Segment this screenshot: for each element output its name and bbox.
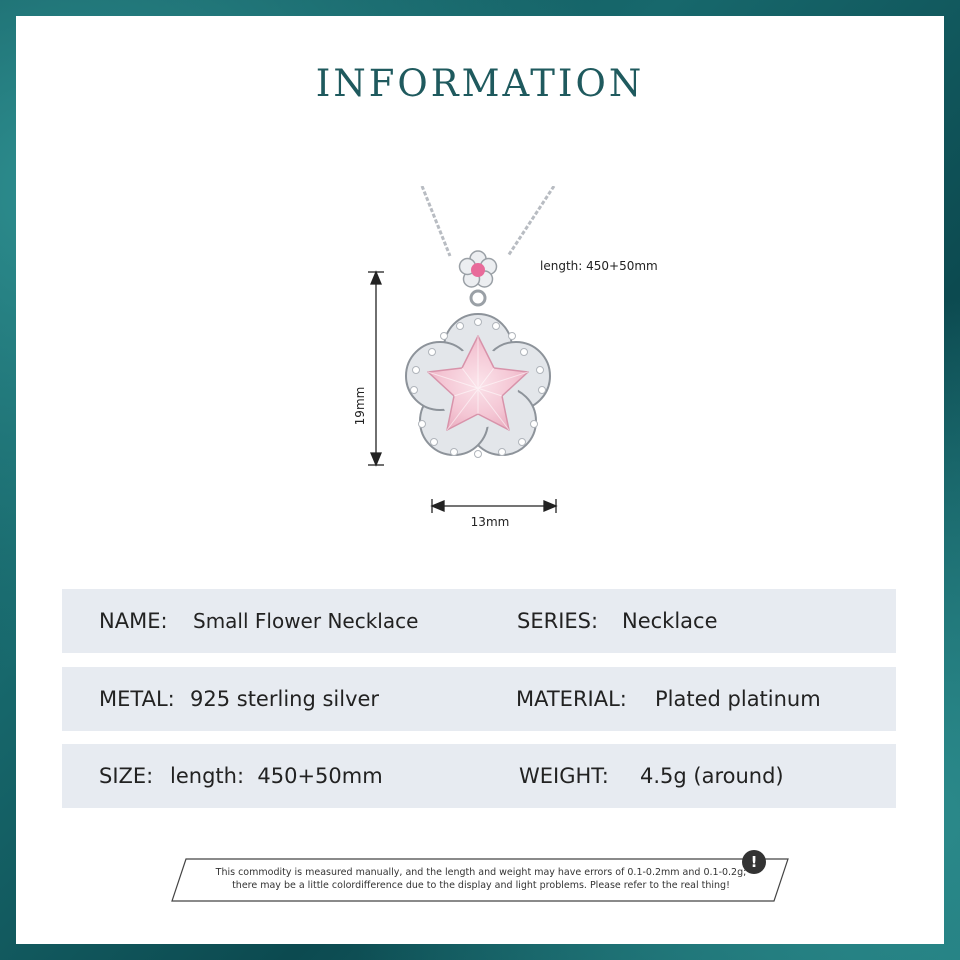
info-card: INFORMATION xyxy=(16,16,944,944)
width-label: 13mm xyxy=(471,515,510,529)
weight-value: 4.5g (around) xyxy=(640,764,784,788)
measurement-notice: This commodity is measured manually, and… xyxy=(166,850,796,902)
notice-line-1: This commodity is measured manually, and… xyxy=(215,867,747,878)
width-dimension xyxy=(430,499,558,513)
metal-value: 925 sterling silver xyxy=(190,687,380,711)
size-value: length: 450+50mm xyxy=(170,764,383,788)
weight-label: WEIGHT: xyxy=(519,764,609,788)
spec-row-name: NAME: Small Flower Necklace SERIES: Neck… xyxy=(62,589,896,653)
connector-ring xyxy=(469,289,487,307)
page-title: INFORMATION xyxy=(315,62,645,105)
material-label: MATERIAL: xyxy=(516,687,627,711)
notice-line-2: there may be a little colordifference du… xyxy=(232,880,730,891)
notice-frame xyxy=(171,858,789,902)
height-label: 19mm xyxy=(353,387,367,426)
exclamation-icon: ! xyxy=(742,850,766,874)
chain-length-label: length: 450+50mm xyxy=(540,259,658,273)
series-label: SERIES: xyxy=(517,609,599,633)
name-value: Small Flower Necklace xyxy=(193,609,419,633)
chain xyxy=(420,186,556,257)
spec-row-size: SIZE: length: 450+50mm WEIGHT: 4.5g (aro… xyxy=(62,744,896,808)
size-label: SIZE: xyxy=(99,764,154,788)
height-dimension xyxy=(368,270,384,467)
spec-row-metal: METAL: 925 sterling silver MATERIAL: Pla… xyxy=(62,667,896,731)
material-value: Plated platinum xyxy=(655,687,821,711)
series-value: Necklace xyxy=(622,609,718,633)
metal-label: METAL: xyxy=(99,687,175,711)
notice-text: This commodity is measured manually, and… xyxy=(166,866,796,892)
name-label: NAME: xyxy=(99,609,168,633)
small-flower-bail xyxy=(458,250,498,288)
product-illustration: 19mm 13mm length: 450+50mm xyxy=(353,186,658,529)
flower-pendant xyxy=(405,313,551,458)
